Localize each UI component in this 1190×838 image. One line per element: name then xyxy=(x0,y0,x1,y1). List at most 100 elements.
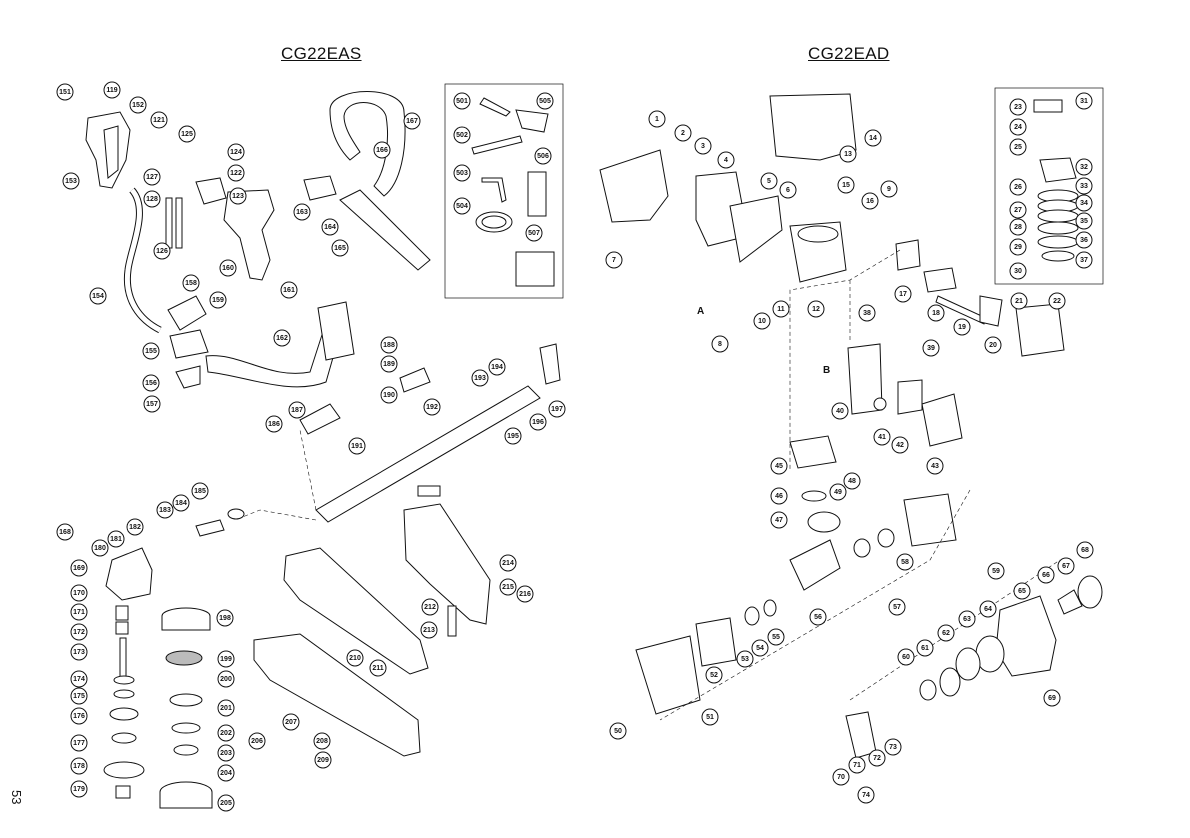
callout-circle xyxy=(70,584,88,602)
callout-number: 35 xyxy=(1080,218,1088,225)
callout-number: 28 xyxy=(1014,224,1022,231)
callout-circle xyxy=(420,621,438,639)
callout-192: 192 xyxy=(423,398,441,416)
callout-number: 176 xyxy=(73,713,85,720)
callout-circle xyxy=(605,251,623,269)
callout-number: 53 xyxy=(741,656,749,663)
crankcase-drawing xyxy=(635,435,971,721)
callout-circle xyxy=(313,732,331,750)
callout-number: 15 xyxy=(842,182,850,189)
callout-number: 119 xyxy=(106,87,117,94)
callout-circle xyxy=(1009,218,1027,236)
callout-200: 200 xyxy=(217,670,235,688)
callout-28: 28 xyxy=(1009,218,1027,236)
callout-number: 160 xyxy=(222,265,234,272)
callout-15: 15 xyxy=(837,176,855,194)
callout-number: 193 xyxy=(474,375,486,382)
callout-circle xyxy=(831,402,849,420)
callout-number: 206 xyxy=(251,738,263,745)
callout-17: 17 xyxy=(894,285,912,303)
callout-circle xyxy=(897,648,915,666)
callout-number: 17 xyxy=(899,291,907,298)
callout-number: 36 xyxy=(1080,237,1088,244)
callout-number: 62 xyxy=(942,630,950,637)
callout-166: 166 xyxy=(373,141,391,159)
callout-circle xyxy=(891,436,909,454)
callout-number: 24 xyxy=(1014,124,1022,131)
callout-circle xyxy=(760,172,778,190)
callout-504: 504 xyxy=(453,197,471,215)
callout-number: 11 xyxy=(777,306,785,313)
callout-124: 124 xyxy=(227,143,245,161)
callout-169: 169 xyxy=(70,559,88,577)
callout-number: 2 xyxy=(681,130,685,137)
callout-circle xyxy=(156,501,174,519)
callout-number: 507 xyxy=(528,230,540,237)
callout-47: 47 xyxy=(770,511,788,529)
callout-196: 196 xyxy=(529,413,547,431)
callout-3: 3 xyxy=(694,137,712,155)
callout-number: 4 xyxy=(724,157,728,164)
callout-circle xyxy=(265,415,283,433)
callout-number: 168 xyxy=(59,529,71,536)
spool-head-drawing xyxy=(159,607,213,809)
callout-210: 210 xyxy=(346,649,364,667)
callout-circle xyxy=(1048,292,1066,310)
callout-22: 22 xyxy=(1048,292,1066,310)
callout-160: 160 xyxy=(219,259,237,277)
callout-152: 152 xyxy=(129,96,147,114)
callout-52: 52 xyxy=(705,666,723,684)
callout-60: 60 xyxy=(897,648,915,666)
callout-number: 195 xyxy=(507,433,519,440)
callout-187: 187 xyxy=(288,401,306,419)
callout-45: 45 xyxy=(770,457,788,475)
callout-circle xyxy=(70,603,88,621)
callout-circle xyxy=(1075,177,1093,195)
callout-number: 73 xyxy=(889,744,897,751)
callout-circle xyxy=(979,600,997,618)
callout-circle xyxy=(126,518,144,536)
callout-191: 191 xyxy=(348,437,366,455)
callout-number: 199 xyxy=(220,656,232,663)
callout-circle xyxy=(227,164,245,182)
callout-circle xyxy=(373,141,391,159)
callout-number: 171 xyxy=(73,609,85,616)
callout-number: 200 xyxy=(220,676,232,683)
callout-number: 122 xyxy=(230,170,242,177)
callout-circle xyxy=(807,300,825,318)
callout-number: 56 xyxy=(814,614,822,621)
callout-number: 163 xyxy=(296,209,308,216)
callout-number: 64 xyxy=(984,606,992,613)
callout-circle xyxy=(916,639,934,657)
callout-circle xyxy=(314,751,332,769)
callout-215: 215 xyxy=(499,578,517,596)
callout-35: 35 xyxy=(1075,212,1093,230)
callout-circle xyxy=(273,329,291,347)
callout-211: 211 xyxy=(369,659,387,677)
callout-174: 174 xyxy=(70,670,88,688)
callout-circle xyxy=(321,218,339,236)
callout-175: 175 xyxy=(70,687,88,705)
callout-122: 122 xyxy=(227,164,245,182)
callout-circle xyxy=(958,610,976,628)
callout-33: 33 xyxy=(1075,177,1093,195)
callout-circle xyxy=(499,578,517,596)
callout-number: 20 xyxy=(989,342,997,349)
callout-number: 27 xyxy=(1014,207,1022,214)
callout-number: 203 xyxy=(220,750,232,757)
callout-50: 50 xyxy=(609,722,627,740)
callout-circle xyxy=(453,164,471,182)
callout-11: 11 xyxy=(772,300,790,318)
callout-12: 12 xyxy=(807,300,825,318)
callout-circle xyxy=(143,190,161,208)
callout-number: 178 xyxy=(73,763,85,770)
callout-number: 182 xyxy=(129,524,141,531)
callout-30: 30 xyxy=(1009,262,1027,280)
callout-67: 67 xyxy=(1057,557,1075,575)
callout-circle xyxy=(1009,138,1027,156)
callout-circle xyxy=(779,181,797,199)
callout-number: 12 xyxy=(812,306,820,313)
callout-177: 177 xyxy=(70,734,88,752)
